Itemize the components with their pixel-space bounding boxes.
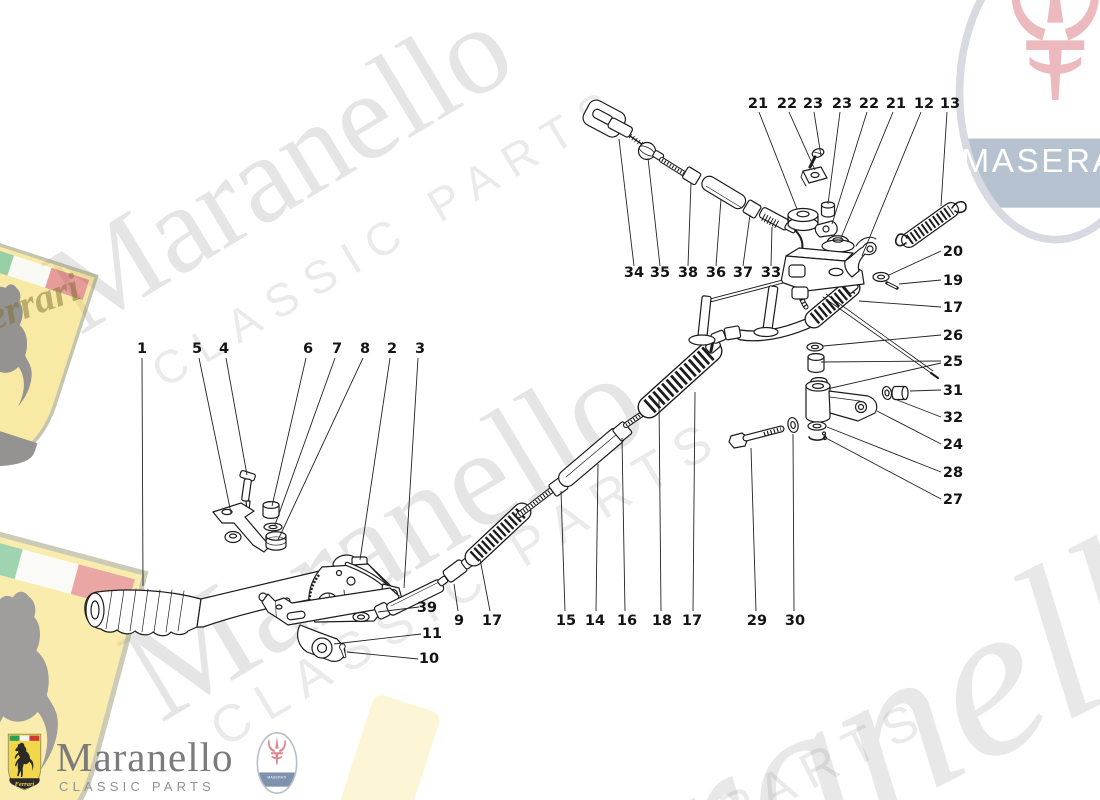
maserati-logo[interactable]: MASERATI	[256, 731, 298, 795]
callout-leader	[820, 360, 942, 363]
callout-35: 35	[650, 265, 670, 281]
callout-6: 6	[303, 341, 313, 357]
callout-leader	[274, 357, 336, 526]
callout-17: 17	[682, 613, 702, 629]
callout-leader	[861, 111, 922, 257]
callout-leader	[742, 214, 751, 267]
callout-30: 30	[785, 613, 805, 629]
callout-5: 5	[192, 341, 202, 357]
callout-leader	[621, 437, 626, 612]
callout-leader	[826, 362, 942, 390]
callout-leader	[813, 111, 822, 157]
callout-26: 26	[943, 328, 963, 344]
callout-14: 14	[585, 613, 605, 629]
callout-leader	[825, 437, 942, 500]
callout-15: 15	[556, 613, 576, 629]
callout-8: 8	[360, 341, 370, 357]
callout-19: 19	[943, 273, 963, 289]
callout-leader	[788, 111, 816, 171]
callout-7: 7	[332, 341, 342, 357]
callout-23: 23	[832, 96, 852, 112]
ferrari-logo[interactable]: Ferrari	[7, 733, 42, 791]
callout-leader	[826, 426, 942, 473]
callout-leader	[692, 391, 696, 612]
callout-17: 17	[482, 613, 502, 629]
callout-21: 21	[886, 96, 906, 112]
callout-leader	[715, 198, 722, 267]
callout-34: 34	[624, 265, 644, 281]
callout-leader	[658, 399, 662, 612]
callout-38: 38	[678, 265, 698, 281]
callout-leader	[687, 182, 692, 267]
callout-leader	[827, 111, 841, 205]
callout-32: 32	[943, 410, 963, 426]
callout-31: 31	[943, 383, 963, 399]
callout-leader	[770, 226, 773, 267]
ferrari-logo-label: Ferrari	[15, 781, 35, 788]
callout-leader	[876, 410, 942, 445]
callout-21: 21	[748, 96, 768, 112]
callout-leader	[359, 357, 391, 561]
callout-leader	[940, 111, 948, 207]
callout-leader	[560, 490, 566, 612]
maserati-logo-watermark: MASERATI	[953, 0, 1100, 246]
callout-16: 16	[617, 613, 637, 629]
maserati-watermark-label: MASERATI	[962, 143, 1100, 180]
callout-leader	[858, 300, 942, 308]
footer-brand[interactable]: Maranello	[56, 734, 234, 780]
callout-33: 33	[761, 265, 781, 281]
callout-leader	[909, 389, 942, 392]
callout-36: 36	[706, 265, 726, 281]
callout-leader	[198, 357, 232, 514]
callout-leader	[618, 138, 635, 267]
callout-leader	[453, 583, 459, 612]
callout-leader	[758, 111, 798, 210]
callout-29: 29	[747, 613, 767, 629]
callout-12: 12	[914, 96, 934, 112]
callout-leader	[141, 357, 144, 587]
callout-37: 37	[733, 265, 753, 281]
callout-13: 13	[940, 96, 960, 112]
callout-leader	[750, 447, 757, 612]
callout-leader	[333, 633, 422, 645]
callout-20: 20	[943, 244, 963, 260]
callout-3: 3	[415, 341, 425, 357]
callout-27: 27	[943, 492, 963, 508]
callout-leader	[225, 357, 248, 476]
callout-22: 22	[859, 96, 879, 112]
callout-leader	[277, 357, 364, 541]
callout-28: 28	[943, 465, 963, 481]
callout-25: 25	[943, 354, 963, 370]
callout-11: 11	[422, 626, 442, 642]
callout-leader	[840, 111, 894, 239]
callout-leader	[831, 111, 868, 225]
footer-tagline: CLASSIC PARTS	[59, 779, 215, 794]
callout-23: 23	[803, 96, 823, 112]
callout-leader	[479, 558, 491, 612]
callout-1: 1	[137, 341, 147, 357]
callout-leader	[891, 397, 942, 418]
callout-leader	[271, 357, 307, 507]
callout-leader	[898, 279, 942, 285]
maserati-logo-label: MASERATI	[267, 776, 286, 780]
callout-leader	[888, 250, 942, 276]
callout-24: 24	[943, 437, 963, 453]
callout-10: 10	[419, 651, 439, 667]
callout-17: 17	[943, 300, 963, 316]
callout-leader	[377, 606, 420, 613]
callout-22: 22	[777, 96, 797, 112]
callout-leader	[346, 651, 419, 660]
callout-leader	[647, 157, 661, 267]
callout-2: 2	[387, 341, 397, 357]
callout-leader	[403, 357, 419, 589]
callout-18: 18	[652, 613, 672, 629]
callout-4: 4	[219, 341, 229, 357]
callout-39: 39	[417, 600, 437, 616]
callout-leader	[595, 463, 599, 612]
callout-leader	[792, 433, 795, 612]
callout-leader	[822, 334, 942, 347]
callout-9: 9	[454, 613, 464, 629]
